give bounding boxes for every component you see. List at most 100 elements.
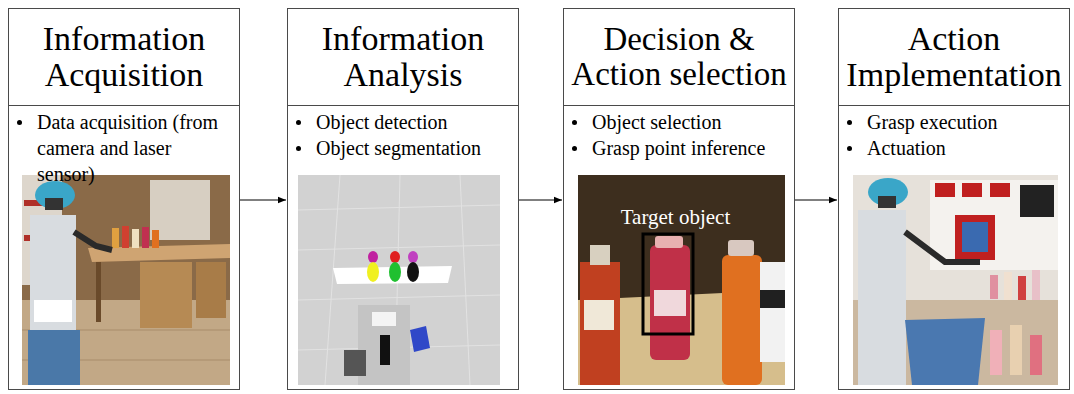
bullet-dot <box>847 120 852 125</box>
bullet-list: Object selectionGrasp point inference <box>564 106 794 161</box>
segmentation-view-part <box>390 251 400 263</box>
grasp-execution-photo-part <box>1018 276 1026 300</box>
grasp-execution-photo-part <box>990 183 1010 197</box>
segmentation-view-part <box>298 175 500 385</box>
bullet-text: Data acquisition (from camera and laser … <box>37 109 233 187</box>
bullet-item: Object detection <box>296 109 512 135</box>
segmentation-view-part <box>380 335 390 365</box>
segmentation-view-part <box>408 251 418 263</box>
bullet-dot <box>847 146 852 151</box>
photo-caption: Target object <box>598 205 753 230</box>
target-object-photo-part <box>722 255 762 385</box>
grasp-execution-photo-part <box>905 318 985 385</box>
bullet-dot <box>296 120 301 125</box>
target-object-photo-part <box>654 290 686 316</box>
grasp-execution-photo-part <box>990 330 1002 375</box>
bullet-item: Grasp execution <box>847 109 1063 135</box>
target-object-photo-part <box>643 234 693 334</box>
flow-arrow <box>519 200 562 201</box>
stage-panel: Action ImplementationGrasp executionActu… <box>838 8 1070 390</box>
grasp-execution-photo-part <box>1020 185 1054 217</box>
flow-arrow <box>240 200 286 201</box>
robot-room-photo-part <box>74 232 112 250</box>
grasp-execution-photo-part <box>962 222 988 252</box>
robot-room-photo-part <box>196 262 226 318</box>
grasp-execution-photo-part <box>1030 335 1042 375</box>
bullet-item: Actuation <box>847 135 1063 161</box>
bullet-text: Object detection <box>316 109 448 135</box>
bullet-dot <box>572 120 577 125</box>
bullet-list: Grasp executionActuation <box>839 106 1069 161</box>
panel-heading: Action Implementation <box>839 9 1069 106</box>
bullet-item: Data acquisition (from camera and laser … <box>17 109 233 187</box>
grasp-execution-photo-part <box>878 196 896 208</box>
grasp-execution-photo-part <box>990 275 998 299</box>
grasp-execution-photo-part <box>853 175 1058 385</box>
bullet-dot <box>296 146 301 151</box>
bullet-dot <box>572 146 577 151</box>
grasp-execution-photo <box>853 175 1058 385</box>
target-object-photo-part <box>760 290 785 308</box>
target-object-photo <box>578 175 785 385</box>
robot-room-photo-part <box>34 300 72 322</box>
grasp-execution-photo-part <box>935 183 955 197</box>
target-object-photo-part <box>760 262 785 362</box>
target-object-photo-part <box>650 245 690 360</box>
target-object-photo-part <box>590 245 610 265</box>
robot-room-photo-part <box>132 229 139 248</box>
segmentation-view-part <box>460 175 470 385</box>
stage-panel: Information AnalysisObject detectionObje… <box>287 8 519 390</box>
grasp-execution-photo-part <box>1010 325 1022 375</box>
target-object-photo-part <box>580 262 620 385</box>
robot-room-photo-part <box>35 181 75 209</box>
grasp-execution-photo-part <box>1004 272 1012 300</box>
grasp-execution-photo-part <box>930 180 1058 270</box>
segmentation-view <box>298 175 500 385</box>
bullet-item: Object selection <box>572 109 788 135</box>
segmentation-view-part <box>298 175 500 385</box>
target-object-photo-part <box>584 300 614 330</box>
segmentation-view-part <box>410 326 430 352</box>
robot-room-photo-part <box>112 228 119 248</box>
segmentation-view-part <box>372 312 396 326</box>
target-object-photo-part <box>728 240 754 256</box>
segmentation-view-part <box>407 262 419 282</box>
segmentation-view-part <box>344 350 366 376</box>
stage-panel: Decision & Action selectionObject select… <box>563 8 795 390</box>
robot-room-photo-part <box>28 330 80 385</box>
segmentation-view-part <box>367 262 379 282</box>
grasp-execution-photo-part <box>1032 270 1040 300</box>
robot-room-photo-part <box>22 175 230 385</box>
stage-panel: Information AcquisitionData acquisition … <box>8 8 240 390</box>
robot-room-photo-part <box>30 215 76 335</box>
bullet-text: Grasp execution <box>867 109 998 135</box>
robot-room-photo-part <box>142 227 149 248</box>
grasp-execution-photo-part <box>858 210 906 385</box>
robot-room-photo-part <box>122 226 129 248</box>
robot-room-photo-part <box>152 230 159 248</box>
robot-room-photo <box>22 175 230 385</box>
segmentation-view-part <box>389 262 401 282</box>
bullet-text: Grasp point inference <box>592 135 765 161</box>
panel-heading: Information Acquisition <box>9 9 239 106</box>
bullet-dot <box>17 120 22 125</box>
bullet-text: Object selection <box>592 109 721 135</box>
grasp-execution-photo-part <box>905 232 980 262</box>
bullet-list: Object detectionObject segmentation <box>288 106 518 161</box>
robot-room-photo-part <box>45 198 63 210</box>
grasp-execution-photo-part <box>962 183 982 197</box>
bullet-item: Grasp point inference <box>572 135 788 161</box>
bullet-text: Actuation <box>867 135 946 161</box>
grasp-execution-photo-part <box>955 215 995 260</box>
target-object-photo-part <box>655 236 683 248</box>
panel-heading: Information Analysis <box>288 9 518 106</box>
segmentation-view-part <box>368 251 378 263</box>
flow-arrow <box>795 200 837 201</box>
robot-room-photo-part <box>140 262 192 328</box>
panel-heading: Decision & Action selection <box>564 9 794 106</box>
segmentation-view-part <box>298 245 500 250</box>
bullet-item: Object segmentation <box>296 135 512 161</box>
robot-room-photo-part <box>96 262 101 322</box>
